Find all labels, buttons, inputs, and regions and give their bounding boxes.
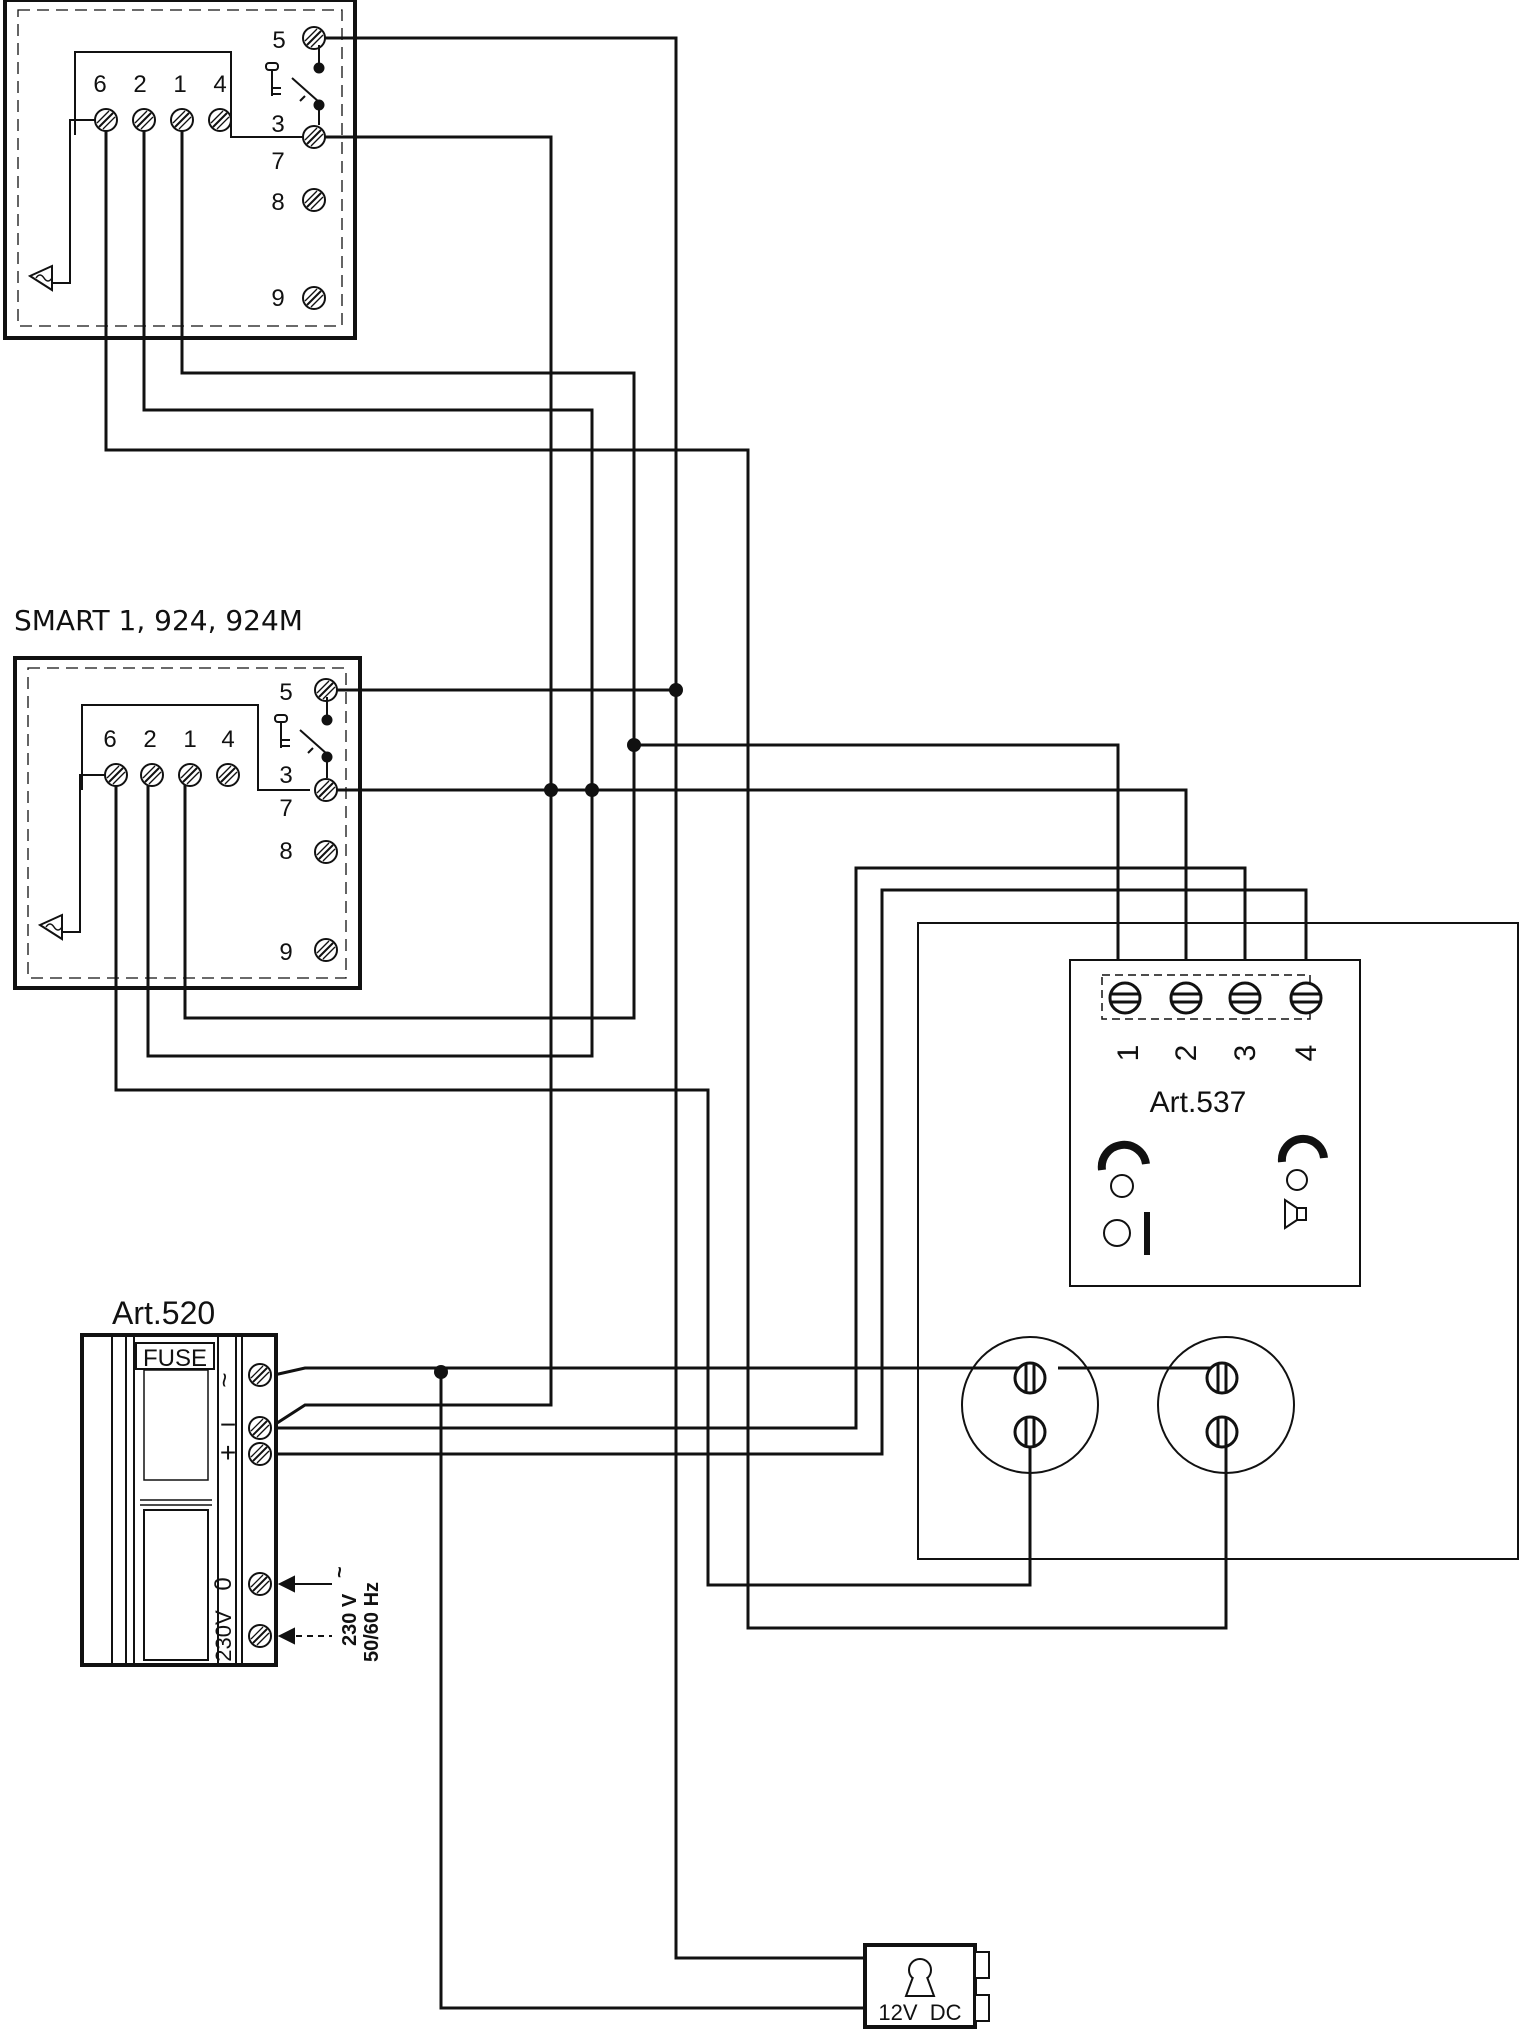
art537-terminal-1: 1: [1112, 1045, 1145, 1062]
electric-lock: 12V DC: [863, 1943, 990, 2029]
unit-top: 6 2 1 4 5 3 7 8 9: [3, 0, 357, 340]
unit-top-terminal-1: 1: [173, 71, 186, 98]
unit-top-terminal-2: 2: [133, 71, 146, 98]
wire-minus-bus: [273, 135, 553, 1427]
unit-top-terminal-3: 3: [271, 111, 284, 138]
unit-middle-terminal-2: 2: [143, 726, 156, 753]
wire-art537-1: [634, 743, 1120, 990]
fuse-label: FUSE: [143, 1345, 207, 1372]
wire-t2-bus: [142, 120, 594, 1058]
unit-middle-terminal-7: 7: [279, 795, 292, 822]
unit-middle-terminal-4: 4: [221, 726, 234, 753]
psu-plus: +: [220, 1437, 236, 1468]
microphone-volume-icon: [1097, 1140, 1150, 1255]
mains-arrows: [277, 1575, 332, 1645]
bells: [961, 1336, 1295, 1474]
wire-t1-bus: [180, 120, 636, 1020]
wire-lock-b: [439, 1372, 868, 2010]
art537-terminal-4: 4: [1290, 1045, 1323, 1062]
art537: 1 2 3 4 Art.537: [1069, 959, 1361, 1287]
bell-left: [961, 1336, 1099, 1474]
bell-right: [1157, 1336, 1295, 1474]
unit-middle-terminal-3: 3: [279, 762, 292, 789]
mains-ac-symbol: ~: [329, 1566, 351, 1578]
unit-top-terminal-6: 6: [93, 71, 106, 98]
wires: [104, 36, 1519, 2010]
unit-middle-title: SMART 1, 924, 924M: [14, 604, 303, 637]
unit-top-terminal-9: 9: [271, 285, 284, 312]
junctions: [434, 683, 683, 1379]
mains-voltage: 230 V: [339, 1593, 361, 1646]
unit-middle: SMART 1, 924, 924M 6 2 1 4 5 3 7 8 9: [13, 604, 362, 990]
lock-label: 12V DC: [878, 2000, 961, 2025]
psu-230v: 230V: [211, 1610, 236, 1662]
art537-terminal-3: 3: [1229, 1045, 1262, 1062]
wire-art537-3: [274, 866, 1247, 1430]
psu-zero: 0: [210, 1577, 237, 1590]
psu-minus: −: [220, 1409, 236, 1440]
unit-top-terminal-7: 7: [271, 148, 284, 175]
art537-label: Art.537: [1150, 1086, 1247, 1119]
door-button-switch-middle: [274, 697, 333, 778]
art537-terminal-2: 2: [1170, 1045, 1203, 1062]
psu-ac-symbol: ~: [209, 1372, 239, 1387]
door-button-switch: [265, 45, 325, 125]
keyhole-icon: [904, 1958, 936, 1997]
wire-t6-top: [104, 120, 1228, 1630]
unit-middle-terminal-5: 5: [279, 679, 292, 706]
unit-middle-terminal-1: 1: [183, 726, 196, 753]
wire-lock-a: [312, 36, 868, 1960]
unit-top-terminal-4: 4: [213, 71, 226, 98]
mains-frequency: 50/60 Hz: [361, 1582, 383, 1662]
wire-t6-mid: [114, 775, 1032, 1587]
speaker-volume-icon: [1277, 1134, 1328, 1230]
unit-top-terminal-5: 5: [272, 27, 285, 54]
unit-middle-terminal-9: 9: [279, 939, 292, 966]
art520-label: Art.520: [112, 1295, 215, 1331]
unit-middle-terminal-6: 6: [103, 726, 116, 753]
unit-middle-terminal-8: 8: [279, 838, 292, 865]
wire-ac: [273, 1366, 1028, 1377]
unit-top-terminal-8: 8: [271, 189, 284, 216]
art537-outer-box: [917, 922, 1519, 1560]
art520: Art.520 FUSE ~ − + 0 230V 230 V ~ 50/60 …: [80, 1295, 383, 1667]
